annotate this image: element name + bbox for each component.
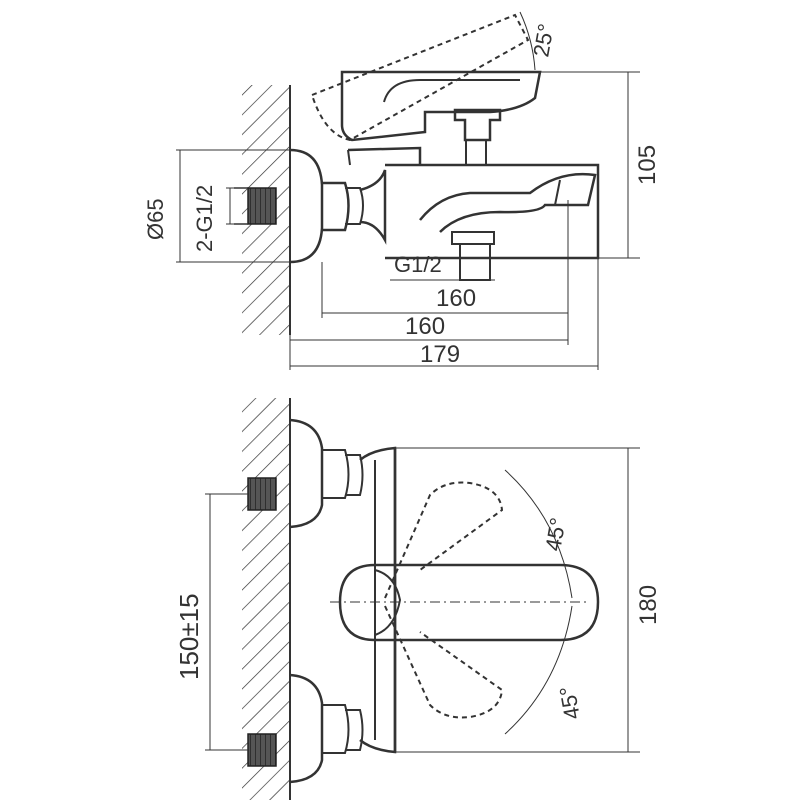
diverter-knob <box>453 108 502 142</box>
dim-160-inner-label: 160 <box>436 285 476 312</box>
height-105-label: 105 <box>634 145 661 185</box>
mixer-body-front <box>359 446 397 754</box>
side-elevation-view: 25° 105 Ø65 2-G1/2 G1/2 160 160 179 <box>143 11 661 370</box>
angle-45-upper-label: 45° <box>540 516 570 553</box>
dim-179-label: 179 <box>420 341 460 368</box>
width-180-label: 180 <box>635 585 662 625</box>
handle-rotated-up <box>384 481 504 599</box>
angle-45-lower-label: 45° <box>555 684 585 721</box>
wall-flange <box>289 148 324 264</box>
mixer-body <box>385 163 600 260</box>
body-neck <box>359 169 387 245</box>
lever-handle <box>340 70 542 142</box>
lever-handle-front <box>338 563 600 642</box>
angle-25-label: 25° <box>528 22 558 59</box>
handle-rotated-down <box>384 605 504 719</box>
diameter-65-label: Ø65 <box>143 198 168 240</box>
lower-inlet-thread <box>247 733 277 767</box>
dimension-lines <box>176 11 640 370</box>
upper-flange <box>289 418 324 529</box>
dim-160-mid-label: 160 <box>405 313 445 340</box>
upper-inlet-thread <box>247 477 277 511</box>
outlet-thread-label: G1/2 <box>394 252 442 277</box>
inlet-thread <box>247 187 277 225</box>
dimension-lines-front <box>205 447 640 753</box>
eccentric-nut <box>322 181 350 232</box>
lower-flange <box>289 673 324 784</box>
bath-spout <box>419 172 597 233</box>
wall-hatching-front <box>242 398 290 800</box>
centers-150-label: 150±15 <box>174 593 204 680</box>
inlet-thread-label: 2-G1/2 <box>192 185 217 252</box>
front-elevation-view: 45° 45° 150±15 180 <box>174 398 662 800</box>
